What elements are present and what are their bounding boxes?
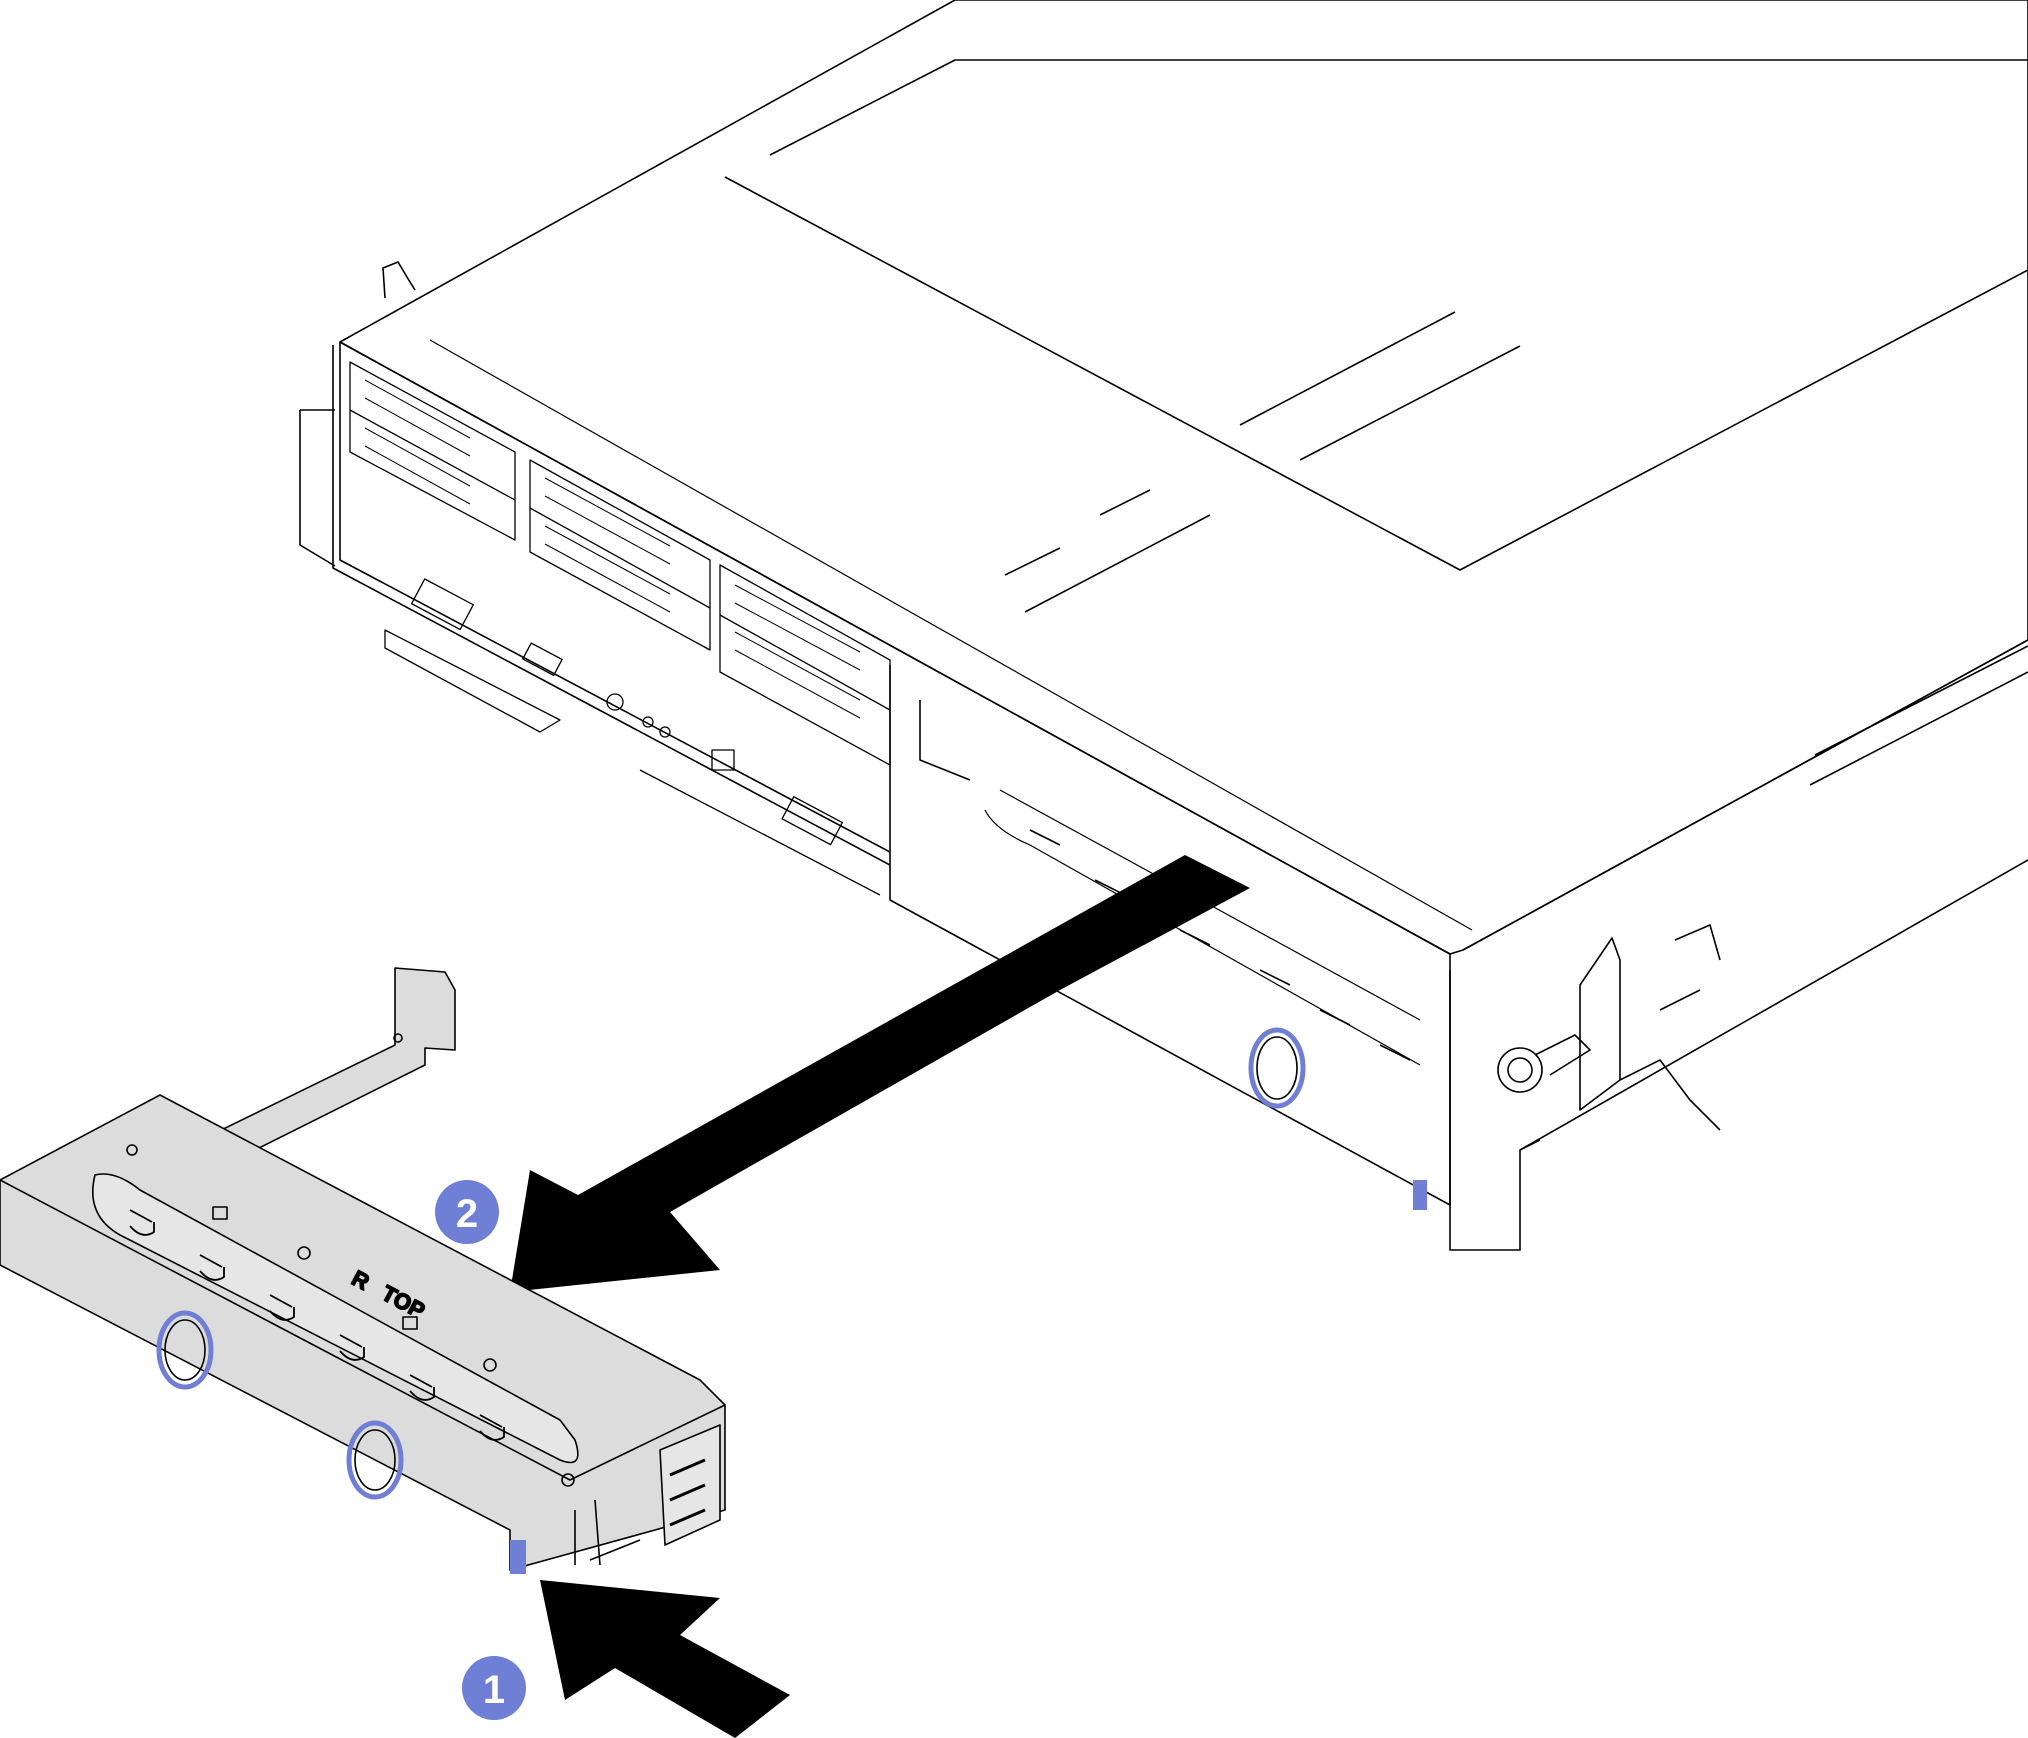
push-arrow-icon	[540, 1580, 790, 1738]
bracket-ring-right-icon	[346, 1420, 404, 1500]
chassis-latch-icon	[1413, 1180, 1427, 1210]
serial-port-icon	[781, 796, 844, 846]
vga-port-icon	[410, 578, 474, 631]
svg-text:2: 2	[456, 1192, 478, 1236]
bracket-ring-left-icon	[156, 1310, 214, 1390]
io-panel	[384, 578, 881, 896]
callout-step-2: 2	[435, 1180, 499, 1244]
bracket-latch-icon	[510, 1540, 526, 1574]
thumbscrew-icon	[1497, 1047, 1543, 1093]
bracket-slots	[129, 1209, 505, 1441]
server-chassis	[299, 0, 2028, 1251]
chassis-handle-icon	[382, 261, 416, 299]
riser-bracket: R TOP	[0, 967, 726, 1574]
chassis-ring-icon	[1248, 1027, 1306, 1109]
callout-step-1: 1	[462, 1656, 526, 1720]
chassis-top-cover	[339, 0, 2028, 955]
usb-port-icon	[522, 642, 563, 677]
power-button-icon	[606, 693, 624, 711]
ethernet-port-icon	[711, 749, 735, 771]
pull-arrow-icon	[510, 855, 1250, 1292]
svg-text:1: 1	[483, 1668, 505, 1712]
